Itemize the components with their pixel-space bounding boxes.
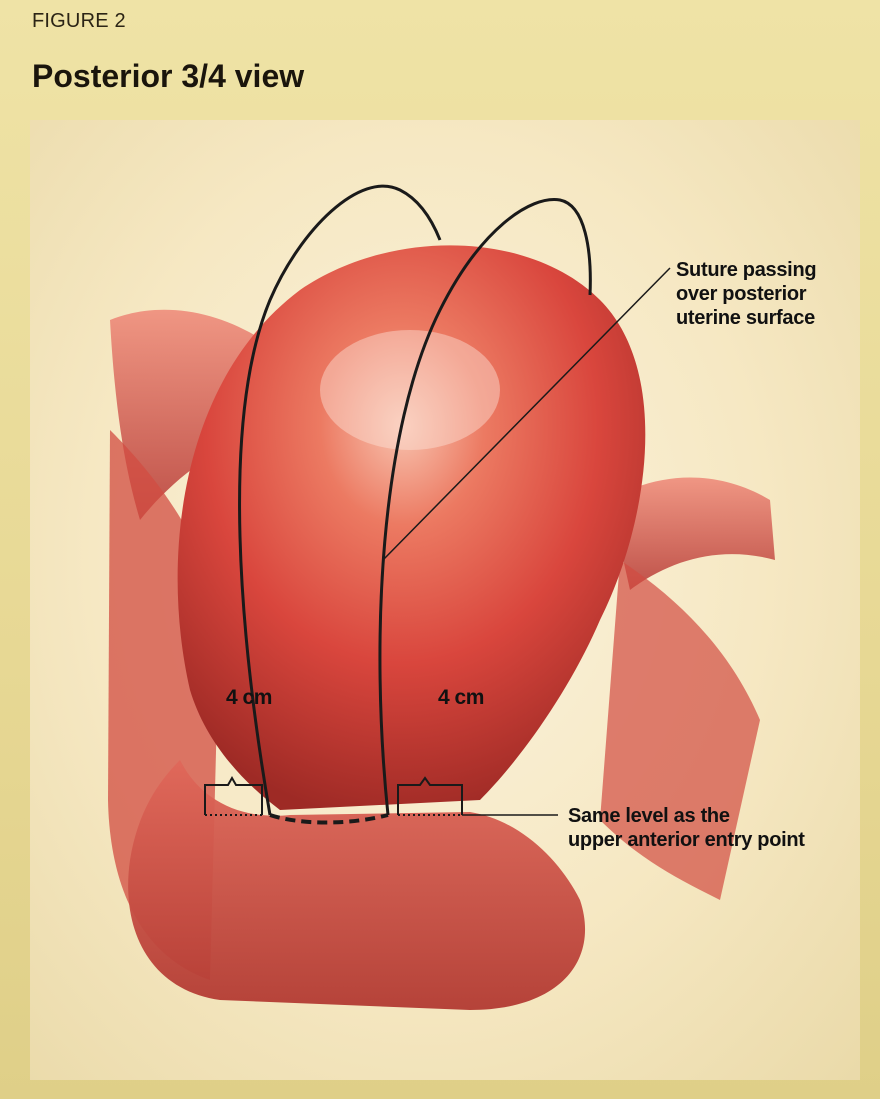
level-callout-line-1: Same level as the: [568, 804, 868, 828]
suture-callout: Suture passing over posterior uterine su…: [676, 258, 866, 330]
suture-callout-line-1: Suture passing: [676, 258, 866, 282]
suture-callout-line-3: uterine surface: [676, 306, 866, 330]
left-4cm-label: 4 cm: [226, 686, 272, 710]
level-callout-line-2: upper anterior entry point: [568, 828, 868, 852]
level-callout: Same level as the upper anterior entry p…: [568, 804, 868, 852]
suture-callout-line-2: over posterior: [676, 282, 866, 306]
right-4cm-label: 4 cm: [438, 686, 484, 710]
